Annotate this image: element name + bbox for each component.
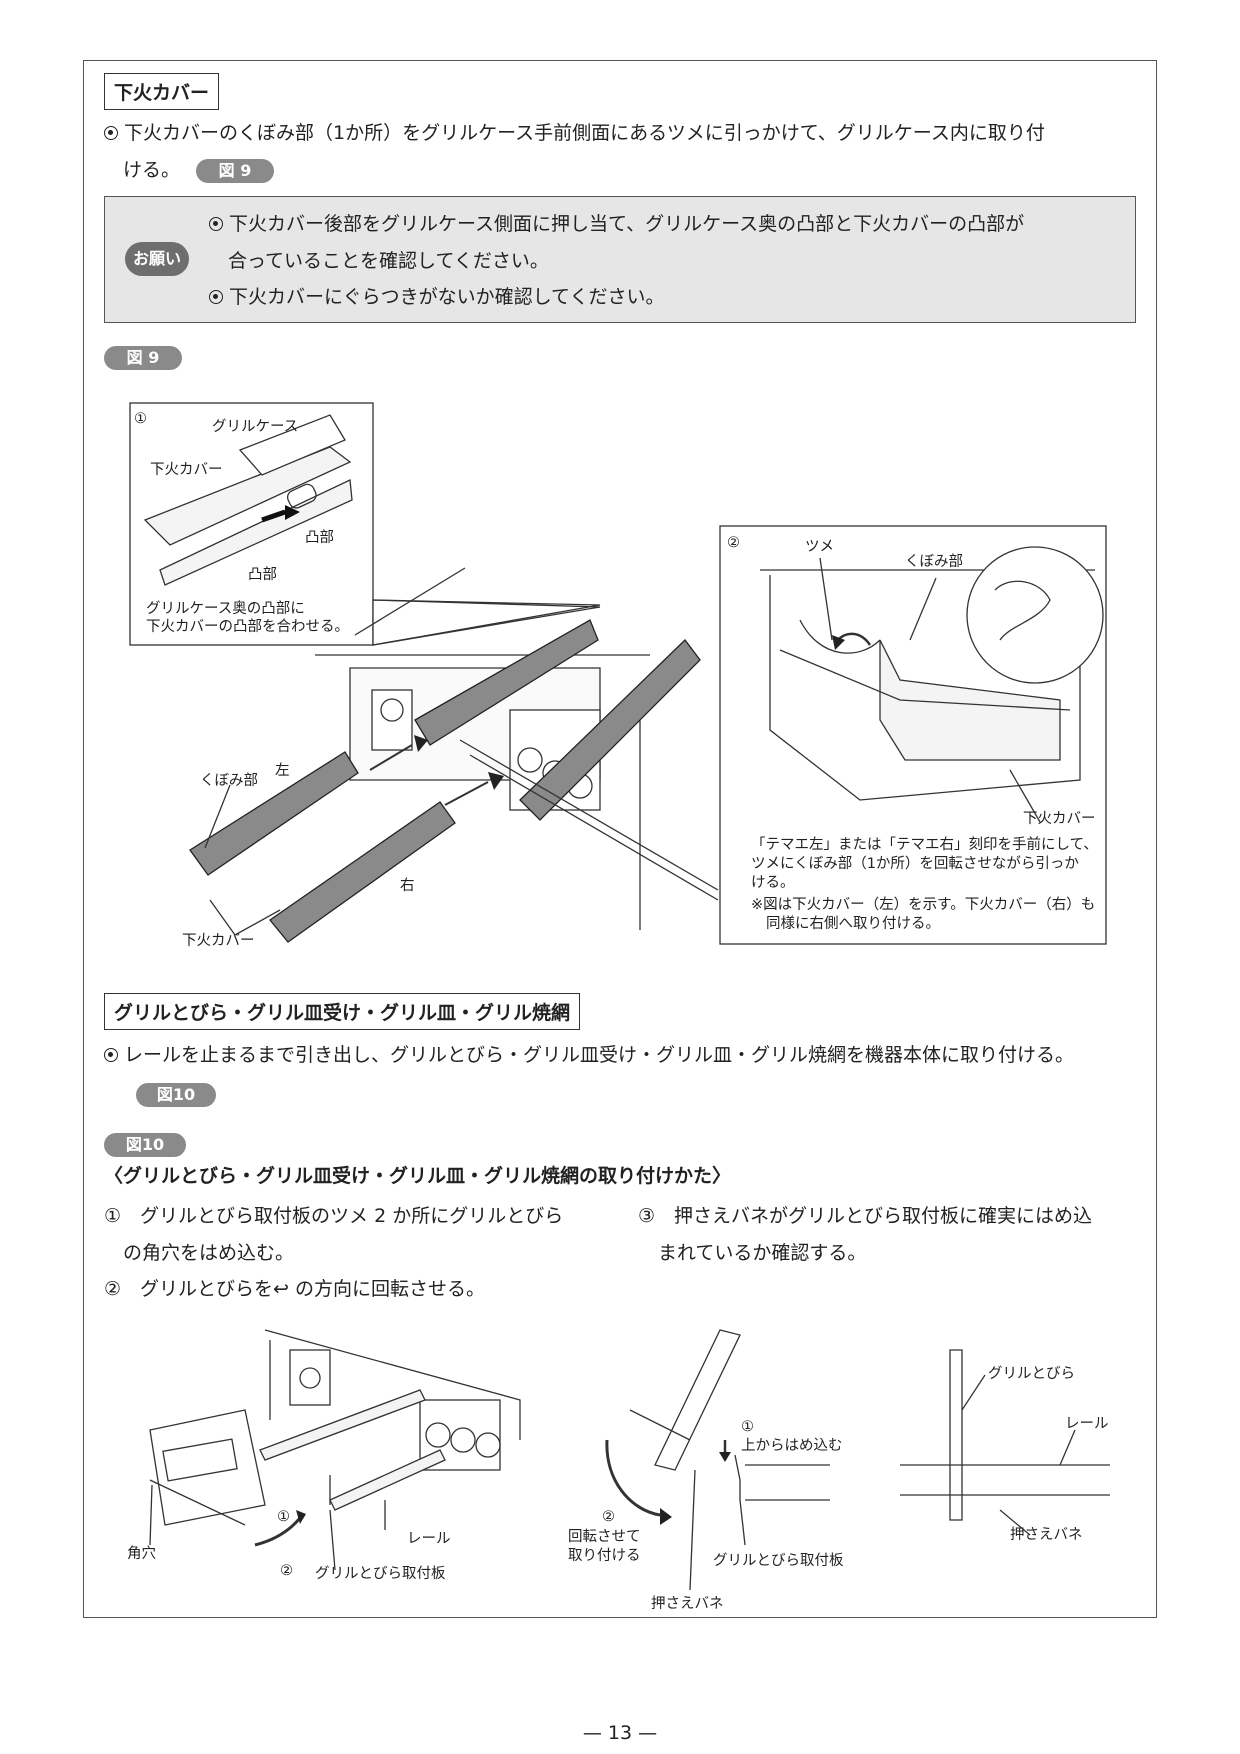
inset1-number: ①	[134, 411, 147, 427]
instruction-text: 下火カバーのくぼみ部（1か所）をグリルケース手前側面にあるツメに引っかけて、グリ…	[104, 115, 1045, 152]
figure-9-label: 図 9	[104, 346, 182, 370]
inset2-number: ②	[727, 535, 740, 551]
label-step-2-num: ②	[280, 1563, 293, 1579]
label-fit-from-top: 上からはめ込む	[741, 1438, 843, 1454]
label-mount-plate: グリルとびら取付板	[315, 1566, 446, 1582]
step-1-line-1: ① グリルとびら取付板のツメ 2 か所にグリルとびら	[104, 1205, 564, 1227]
page-number: — 13 —	[582, 1722, 658, 1744]
label-recess: くぼみ部	[200, 773, 258, 789]
inset2-note-2: ツメにくぼみ部（1か所）を回転させながら引っか	[751, 856, 1079, 872]
inset1-note-2: 下火カバーの凸部を合わせる。	[146, 619, 349, 635]
inset2-note-4: ※図は下火カバー（左）を示す。下火カバー（右）も	[751, 897, 1096, 913]
section-title-lower-cover: 下火カバー	[104, 73, 220, 110]
inset2-note-1: 「テマエ左」または「テマエ右」刻印を手前にして、	[751, 837, 1098, 853]
label-square-hole: 角穴	[127, 1546, 156, 1562]
figure-10-ref-badge: 図10	[136, 1083, 216, 1107]
label-grill-door: グリルとびら	[988, 1366, 1075, 1382]
label-lower-cover: 下火カバー	[150, 462, 223, 478]
label-convex-2: 凸部	[248, 567, 277, 583]
label-d2-num-2: ②	[602, 1509, 615, 1525]
step-2: ② グリルとびらを↩の方向に回転させる。	[104, 1271, 485, 1308]
label-recess-inset2: くぼみ部	[905, 554, 963, 570]
caution-text: 下火カバー後部をグリルケース側面に押し当て、グリルケース奥の凸部と下火カバーの凸…	[209, 206, 1024, 243]
page-frame	[83, 60, 1157, 1618]
figure-10-heading: 〈グリルとびら・グリル皿受け・グリル皿・グリル焼網の取り付けかた〉	[104, 1165, 732, 1187]
step-1-line-2: の角穴をはめ込む。	[123, 1242, 295, 1264]
figure-ref-badge: 図 9	[196, 159, 274, 183]
instruction-text-cont: ける。	[123, 159, 181, 181]
label-spring-d3: 押さえバネ	[1010, 1527, 1083, 1543]
step-3-line-1: ③ 押さえバネがグリルとびら取付板に確実にはめ込	[638, 1205, 1093, 1227]
bullet-icon	[209, 217, 223, 231]
label-lower-cover-inset2: 下火カバー	[1023, 811, 1096, 827]
step-3-line-2: まれているか確認する。	[658, 1242, 867, 1264]
label-d2-num-1: ①	[741, 1419, 754, 1435]
label-grill-case: グリルケース	[212, 419, 299, 435]
inset2-note-5: 同様に右側へ取り付ける。	[766, 916, 940, 932]
bullet-icon	[104, 1048, 118, 1062]
label-convex-1: 凸部	[305, 530, 334, 546]
label-spring-d2: 押さえバネ	[651, 1596, 724, 1612]
label-left: 左	[275, 763, 290, 779]
caution-box: お願い 下火カバー後部をグリルケース側面に押し当て、グリルケース奥の凸部と下火カ…	[104, 196, 1136, 323]
caution-text-2: 下火カバーにぐらつきがないか確認してください。	[209, 279, 664, 316]
caution-text-cont: 合っていることを確認してください。	[228, 250, 549, 272]
label-step-1-num: ①	[277, 1509, 290, 1525]
rotate-arrow-icon: ↩	[273, 1278, 289, 1300]
label-rail-d3: レール	[1065, 1416, 1109, 1432]
section2-text: レールを止まるまで引き出し、グリルとびら・グリル皿受け・グリル皿・グリル焼網を機…	[104, 1037, 1074, 1074]
section-title-grill-door: グリルとびら・グリル皿受け・グリル皿・グリル焼網	[104, 993, 581, 1030]
figure-10-label: 図10	[104, 1133, 186, 1157]
caution-badge: お願い	[125, 242, 189, 276]
bullet-icon	[104, 126, 118, 140]
label-mount-plate-d2: グリルとびら取付板	[713, 1553, 844, 1569]
label-rail: レール	[407, 1531, 451, 1547]
label-rotate-2: 取り付ける	[568, 1548, 641, 1564]
label-tab: ツメ	[805, 539, 834, 555]
figure-10-drawing	[149, 1329, 1110, 1591]
figure-9-drawing	[129, 402, 1107, 945]
inset1-note-1: グリルケース奥の凸部に	[146, 601, 305, 617]
label-right: 右	[400, 878, 415, 894]
bullet-icon	[209, 290, 223, 304]
label-lower-cover-main: 下火カバー	[182, 933, 255, 949]
label-rotate-1: 回転させて	[568, 1529, 641, 1545]
inset2-note-3: ける。	[751, 875, 795, 891]
